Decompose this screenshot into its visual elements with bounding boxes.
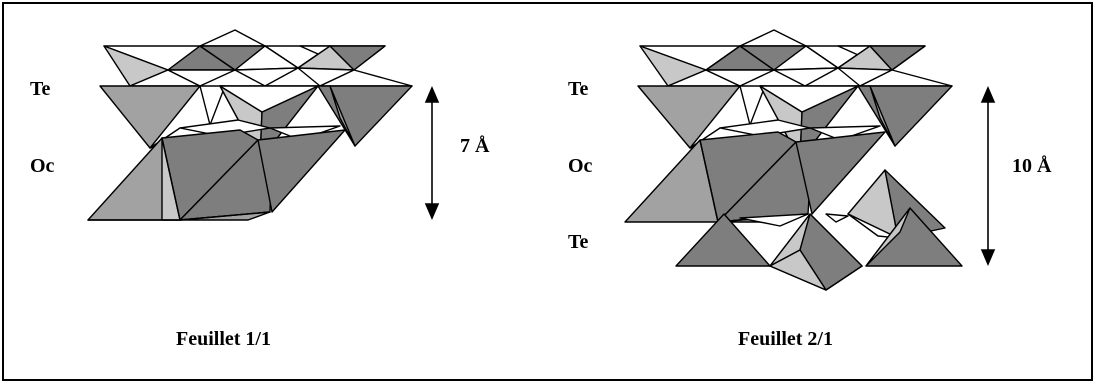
layer-label-oc: Oc	[30, 155, 55, 177]
layer-label-te-top: Te	[568, 78, 589, 100]
panel-caption: Feuillet 2/1	[738, 328, 833, 350]
tetrahedral-sheet-top	[637, 29, 953, 161]
panel-caption: Feuillet 1/1	[176, 328, 271, 350]
tetrahedral-sheet	[99, 29, 413, 161]
layer-label-oc: Oc	[568, 155, 593, 177]
spacing-label: 10 Å	[1012, 154, 1052, 177]
spacing-label: 7 Å	[460, 134, 490, 157]
panel-feuillet-1-1: Te Oc	[30, 29, 490, 350]
spacing-arrow	[424, 85, 440, 221]
layer-label-te-bottom: Te	[568, 231, 589, 253]
spacing-arrow	[980, 85, 996, 267]
octahedral-sheet	[624, 131, 886, 223]
octahedral-sheet	[87, 129, 346, 221]
panel-feuillet-2-1: Te Oc Te	[568, 29, 1052, 350]
layer-label-te: Te	[30, 78, 51, 100]
tetrahedral-sheet-bottom	[675, 169, 963, 291]
